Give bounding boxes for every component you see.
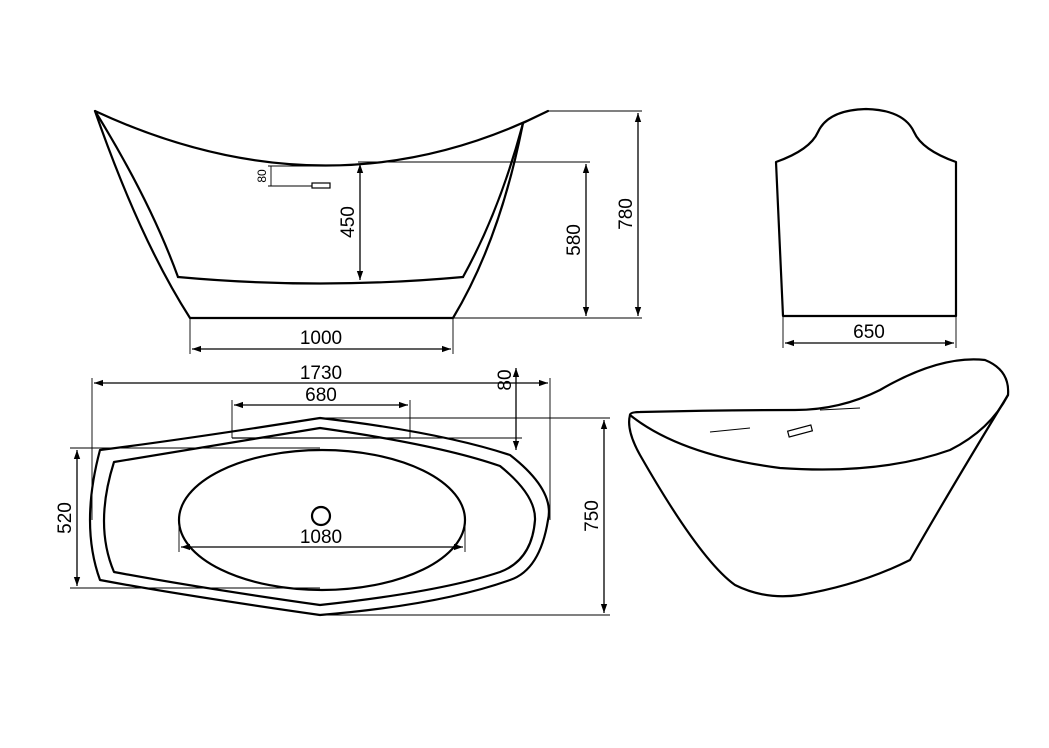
perspective-overflow-drain-icon — [786, 424, 814, 438]
front-view-inner-line-right — [461, 121, 525, 279]
inner-length-dim-label: 1080 — [300, 527, 342, 548]
perspective-rim — [628, 393, 1010, 471]
drain-icon — [310, 505, 332, 527]
top-view-inner-rim — [102, 426, 537, 607]
front-view-water-line — [176, 275, 465, 285]
top-view-inner-basin — [177, 448, 467, 592]
total-height-dim-label: 780 — [616, 198, 637, 230]
perspective-highlight — [709, 407, 861, 433]
water-depth-dim-label: 450 — [338, 206, 359, 238]
rim-offset-dim-label: 80 — [495, 369, 516, 390]
total-width-dim-label: 750 — [582, 500, 603, 532]
side-width-dim-label: 650 — [853, 322, 885, 343]
overflow-drain-icon — [311, 182, 331, 189]
front-view-inner-line-left — [93, 109, 180, 279]
side-view-outline — [774, 107, 958, 318]
perspective-outer-shell — [628, 358, 1010, 598]
side-view: 650 — [774, 107, 958, 348]
perspective-view — [628, 358, 1010, 598]
overflow-dim-label: 80 — [255, 169, 269, 183]
top-view: 1730 680 80 1080 520 750 — [55, 363, 610, 617]
inner-height-dim-label: 580 — [564, 224, 585, 256]
front-view-outer-shell — [93, 109, 550, 320]
total-length-dim-label: 1730 — [300, 363, 342, 384]
base-length-dim-label: 680 — [305, 385, 337, 406]
base-width-dim-label: 1000 — [300, 328, 342, 349]
front-view: 80 450 580 780 1000 — [93, 109, 642, 354]
inner-width-dim-label: 520 — [55, 502, 76, 534]
